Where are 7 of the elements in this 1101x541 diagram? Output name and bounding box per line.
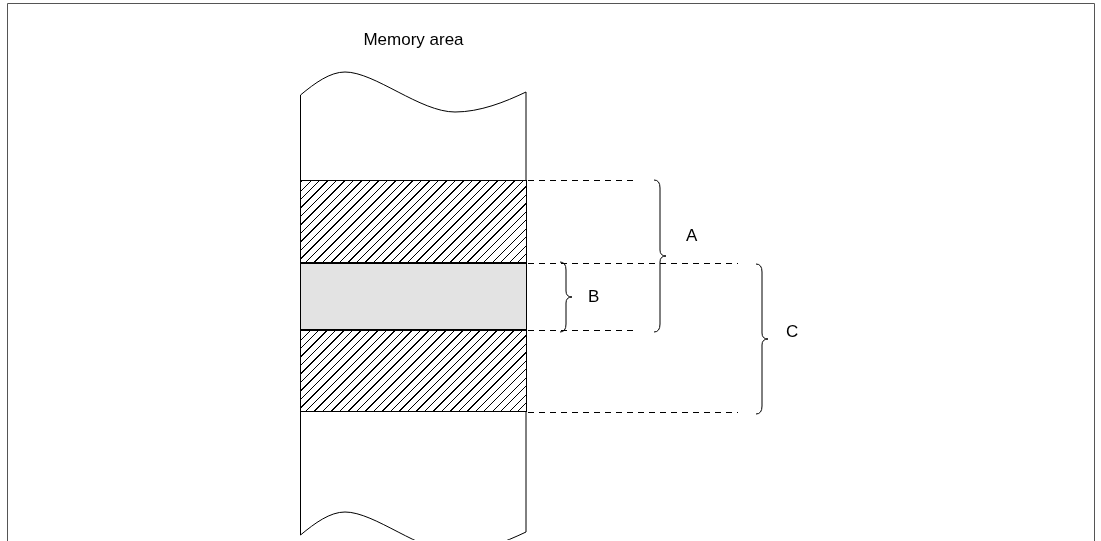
hatched-region <box>300 180 527 263</box>
dimension-label: B <box>588 287 600 307</box>
dimension-label: C <box>786 322 799 342</box>
heading: Memory area <box>362 30 465 50</box>
memory-region <box>300 263 527 330</box>
dimension-label: A <box>686 226 698 246</box>
hatched-region <box>300 330 527 412</box>
